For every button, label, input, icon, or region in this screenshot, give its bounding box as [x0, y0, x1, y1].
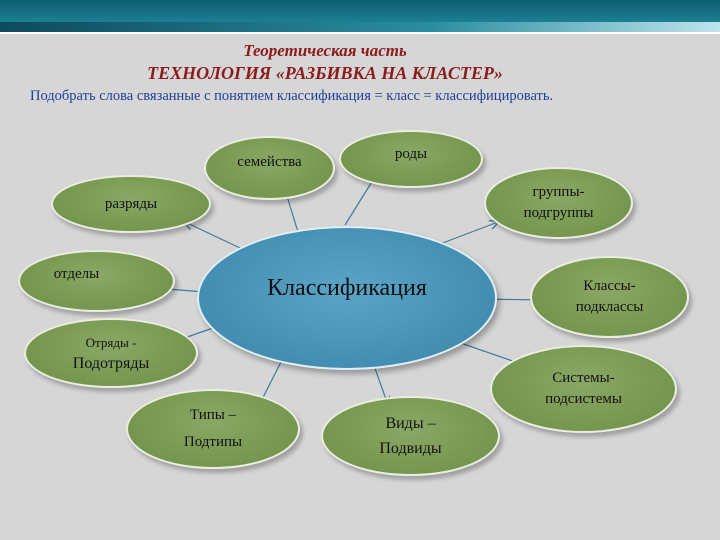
node-tipy: Типы – Подтипы	[126, 389, 300, 469]
node-label-line2: подсистемы	[545, 391, 622, 407]
node-label-line2: подклассы	[575, 299, 644, 315]
node-label-line1: Виды –	[385, 415, 436, 432]
node-label: разряды	[104, 195, 158, 212]
center-node-classification: Классификация	[197, 226, 497, 370]
task-text: Подобрать слова связанные с понятием кла…	[30, 88, 554, 104]
node-label: отделы	[53, 265, 100, 282]
slide-title: ТЕХНОЛОГИЯ «РАЗБИВКА НА КЛАСТЕР»	[147, 63, 503, 83]
node-rody: роды	[339, 130, 483, 188]
node-label-line2: Подтипы	[183, 434, 243, 450]
node-semeystva: семейства	[204, 136, 335, 200]
node-label-line2: Подвиды	[379, 440, 442, 457]
node-label-line1: группы-	[532, 184, 585, 200]
header-divider	[0, 32, 720, 34]
node-label-line1: Классы-	[583, 278, 636, 294]
arrow-to-gruppy	[439, 222, 498, 245]
slide-subtitle: Теоретическая часть	[243, 41, 407, 60]
arrow-to-razryady	[185, 222, 241, 249]
node-vidy: Виды – Подвиды	[321, 396, 500, 476]
node-label-line1: Отряды -	[85, 335, 137, 350]
node-otryady: Отряды - Подотряды	[24, 318, 198, 388]
node-label: роды	[394, 145, 428, 162]
node-sistemy: Системы- подсистемы	[490, 345, 677, 433]
node-label: семейства	[237, 153, 302, 170]
node-razryady: разряды	[51, 175, 211, 233]
center-node-label: Классификация	[267, 274, 427, 301]
node-label-line2: Подотряды	[72, 355, 150, 372]
node-gruppy: группы- подгруппы	[484, 167, 633, 239]
node-label-line1: Системы-	[552, 370, 615, 386]
header-bar	[0, 0, 720, 22]
node-label-line2: подгруппы	[523, 205, 594, 221]
node-label-line1: Типы –	[189, 407, 237, 423]
node-klassy: Классы- подклассы	[530, 256, 689, 338]
header-stripe	[0, 22, 720, 32]
node-otdely: отделы	[18, 250, 175, 312]
